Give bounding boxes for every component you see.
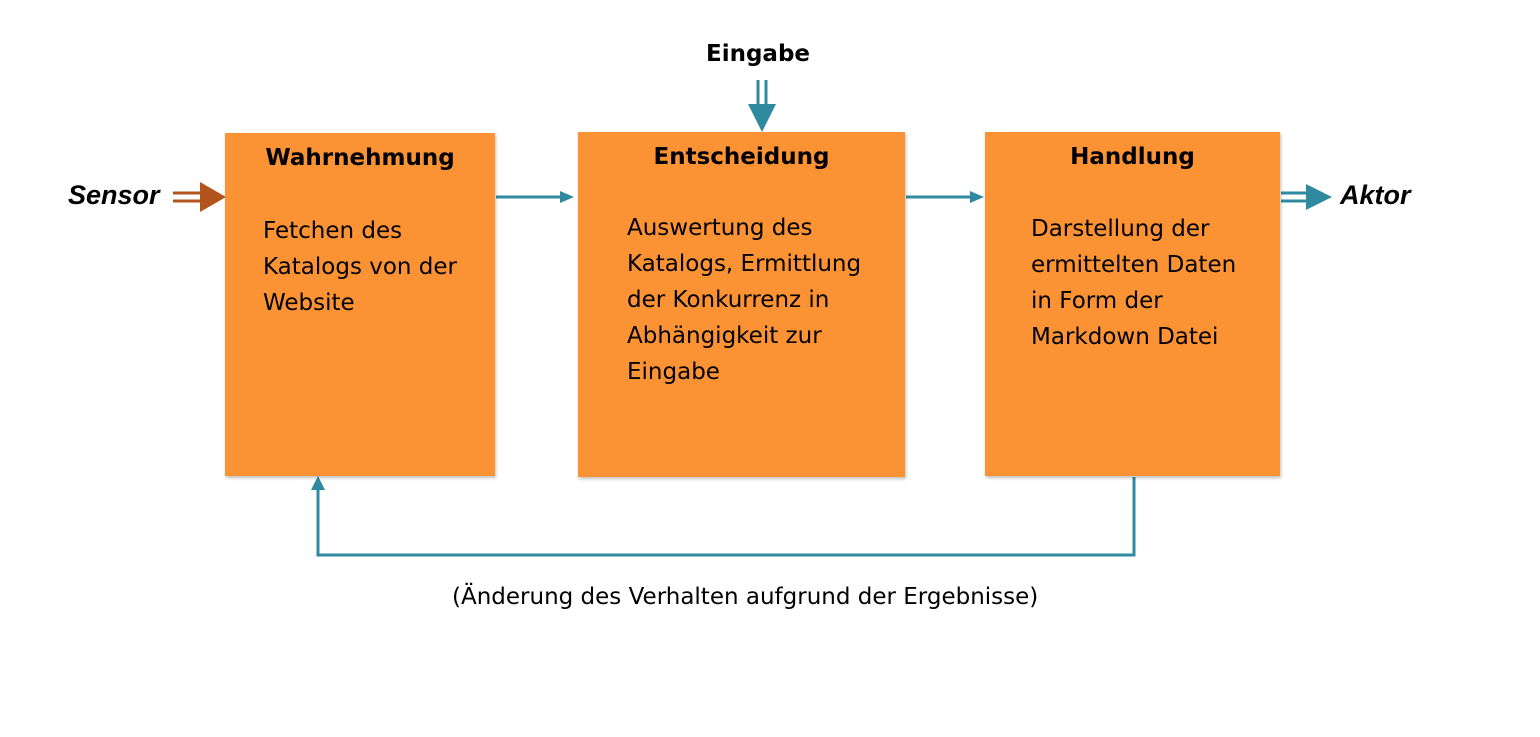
actor-arrow — [1281, 184, 1332, 210]
arrow-decision-to-action — [906, 191, 984, 203]
box-action: Handlung Darstellung der ermittelten Dat… — [985, 132, 1280, 476]
box-perception: Wahrnehmung Fetchen des Katalogs von der… — [225, 133, 495, 476]
box-decision-text: Auswertung des Katalogs, Ermittlung der … — [627, 215, 862, 385]
box-perception-text: Fetchen des Katalogs von der Website — [263, 218, 458, 316]
box-perception-title: Wahrnehmung — [265, 145, 455, 171]
box-action-text: Darstellung der ermittelten Daten in For… — [1031, 216, 1237, 350]
input-label: Eingabe — [706, 41, 811, 67]
arrow-perception-to-decision — [496, 191, 574, 203]
box-decision: Entscheidung Auswertung des Katalogs, Er… — [578, 132, 905, 477]
feedback-caption: (Änderung des Verhalten aufgrund der Erg… — [452, 584, 1039, 610]
sensor-label: Sensor — [68, 180, 160, 210]
box-action-title: Handlung — [1070, 144, 1195, 170]
box-decision-title: Entscheidung — [653, 144, 830, 170]
sensor-arrow — [173, 182, 226, 212]
feedback-loop-arrow — [311, 476, 1136, 557]
input-arrow — [748, 80, 776, 132]
actor-label: Aktor — [1340, 180, 1411, 210]
